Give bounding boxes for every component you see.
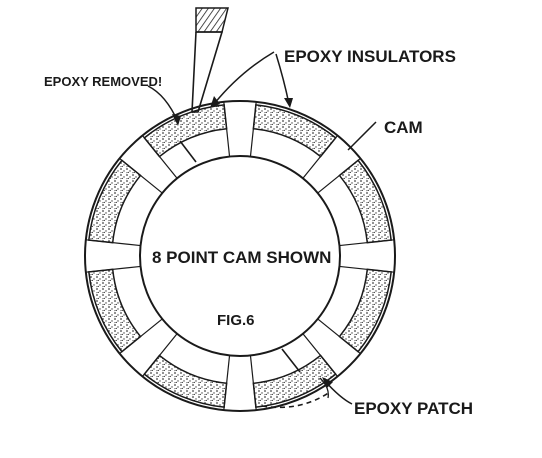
label-figure: FIG.6 bbox=[217, 312, 255, 329]
insulator-gap-edge bbox=[302, 135, 339, 179]
divider-line-bottom bbox=[281, 348, 301, 373]
insulator-gap-edge bbox=[85, 239, 141, 247]
leader-cam bbox=[347, 121, 377, 151]
cam-lobe-segment bbox=[338, 159, 392, 244]
insulator-gap-edge bbox=[141, 333, 178, 377]
cam-lobe-segment bbox=[88, 268, 142, 353]
insulator-gap-edge bbox=[223, 355, 231, 411]
arrowhead-epoxy-removed bbox=[172, 114, 181, 126]
insulator-gap-edge bbox=[339, 265, 395, 273]
insulator-gap-edge bbox=[302, 333, 339, 377]
insulator-gap-edge bbox=[119, 157, 163, 194]
cam-outer-ring bbox=[84, 100, 396, 412]
insulator-gap-edge bbox=[249, 355, 257, 411]
insulator-gap-edge bbox=[317, 157, 361, 194]
label-cam: CAM bbox=[384, 118, 423, 137]
insulator-gap-edge bbox=[317, 318, 361, 355]
label-cam-center: 8 POINT CAM SHOWN bbox=[152, 248, 331, 267]
arrowhead-insulators-right bbox=[284, 98, 293, 108]
insulator-gaps bbox=[85, 101, 395, 411]
insulator-gap-edge bbox=[339, 239, 395, 247]
probe-tool bbox=[191, 7, 229, 113]
label-epoxy-patch: EPOXY PATCH bbox=[354, 399, 473, 418]
insulator-gap-edge bbox=[141, 135, 178, 179]
cam-inner-ring bbox=[139, 155, 341, 357]
insulator-gap-edge bbox=[249, 101, 257, 157]
arrowhead-insulators-left bbox=[210, 96, 220, 108]
insulator-gap-edge bbox=[119, 318, 163, 355]
cam-lobe-segment bbox=[143, 354, 228, 408]
cam-lobe-segment bbox=[88, 159, 142, 244]
cam-lobe-segment bbox=[252, 104, 337, 158]
insulator-gap-edge bbox=[223, 101, 231, 157]
label-epoxy-removed: EPOXY REMOVED! bbox=[44, 74, 162, 89]
cam-lobe-segment bbox=[338, 268, 392, 353]
insulator-gap-edge bbox=[85, 265, 141, 273]
divider-line-top bbox=[179, 140, 197, 163]
arrowhead-epoxy-patch bbox=[322, 377, 333, 388]
leader-insulators-left bbox=[213, 51, 275, 105]
label-epoxy-insulators: EPOXY INSULATORS bbox=[284, 47, 456, 66]
cam-lobes bbox=[88, 104, 392, 408]
epoxy-patch-outline bbox=[261, 391, 331, 409]
